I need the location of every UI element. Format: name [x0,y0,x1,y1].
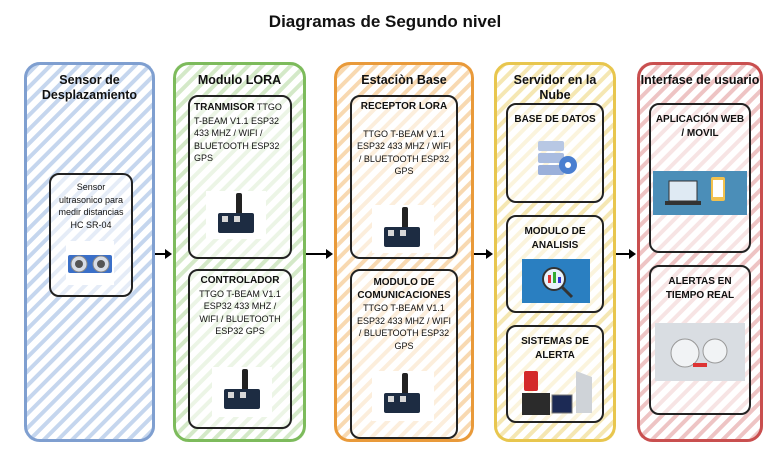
app-box: APLICACIÓN WEB / MOVIL [649,103,751,253]
analysis-icon [522,259,590,303]
receiver-desc: TTGO T-BEAM V1.1 ESP32 433 MHZ / WIFI / … [356,128,452,177]
transmitter-desc: TTGO T-BEAM V1.1 ESP32 433 MHZ / WIFI / … [194,102,282,163]
web-mobile-app-image [653,171,747,215]
receiver-text: RECEPTOR LORA TTGO T-BEAM V1.1 ESP32 433… [356,101,452,178]
app-title: APLICACIÓN WEB / MOVIL [655,114,745,139]
arrow-sensor-to-lora [155,249,172,259]
ultrasonic-sensor-image [66,241,114,285]
arrow-station-to-cloud [474,249,493,259]
arrow-cloud-to-user [616,249,636,259]
alert-system-title: SISTEMAS DE ALERTA [521,336,589,361]
alarm-devices-icon [518,365,596,419]
controller-box: CONTROLADOR TTGO T-BEAM V1.1 ESP32 433 M… [188,269,292,429]
receiver-title: RECEPTOR LORA [360,101,448,112]
sensor-box: Sensor ultrasonico para medir distancias… [49,173,133,297]
lane-cloud: Servidor en la Nube BASE DE DATOS MODULO… [494,62,616,442]
lane-user: Interfase de usuario APLICACIÓN WEB / MO… [637,62,763,442]
alert-system-box: SISTEMAS DE ALERTA [506,325,604,423]
ttgo-board-image [372,205,434,253]
comm-text: MODULO DE COMUNICACIONES TTGO T-BEAM V1.… [356,277,452,352]
comm-title: MODULO DE COMUNICACIONES [357,277,451,301]
sensor-box-text: Sensor ultrasonico para medir distancias… [58,182,124,230]
realtime-alerts-box: ALERTAS EN TIEMPO REAL [649,265,751,415]
lane-sensor-title: Sensor de Desplazamiento [41,73,138,102]
database-icon [528,133,584,185]
transmitter-box: TRANMISOR TTGO T-BEAM V1.1 ESP32 433 MHZ… [188,95,292,259]
analysis-box: MODULO DE ANALISIS [506,215,604,313]
ttgo-board-image [212,367,272,417]
comm-desc: TTGO T-BEAM V1.1 ESP32 433 MHZ / WIFI / … [356,303,452,351]
realtime-alerts-title: ALERTAS EN TIEMPO REAL [665,276,735,301]
lane-station-title: Estaciòn Base [361,73,447,87]
lane-user-title: Interfase de usuario [640,73,760,87]
diagram-title: Diagramas de Segundo nivel [268,12,502,31]
controller-text: CONTROLADOR TTGO T-BEAM V1.1 ESP32 433 M… [194,275,286,338]
controller-desc: TTGO T-BEAM V1.1 ESP32 433 MHZ / WIFI / … [199,288,281,337]
lane-station: Estaciòn Base RECEPTOR LORA TTGO T-BEAM … [334,62,474,442]
receiver-box: RECEPTOR LORA TTGO T-BEAM V1.1 ESP32 433… [350,95,458,259]
lane-cloud-title: Servidor en la Nube [513,73,597,102]
controller-title: CONTROLADOR [200,275,280,286]
alerts-image [655,323,745,381]
lane-lora-title: Modulo LORA [197,73,282,87]
ttgo-board-image [372,371,434,421]
ttgo-board-image [206,191,266,239]
database-title: BASE DE DATOS [514,114,596,125]
analysis-title: MODULO DE ANALISIS [524,226,586,251]
transmitter-title: TRANMISOR [194,102,255,113]
database-box: BASE DE DATOS [506,103,604,203]
lane-lora: Modulo LORA TRANMISOR TTGO T-BEAM V1.1 E… [173,62,306,442]
lane-sensor: Sensor de Desplazamiento Sensor ultrason… [24,62,155,442]
transmitter-text: TRANMISOR TTGO T-BEAM V1.1 ESP32 433 MHZ… [194,101,286,165]
arrow-lora-to-station [306,249,333,259]
comm-module-box: MODULO DE COMUNICACIONES TTGO T-BEAM V1.… [350,269,458,439]
